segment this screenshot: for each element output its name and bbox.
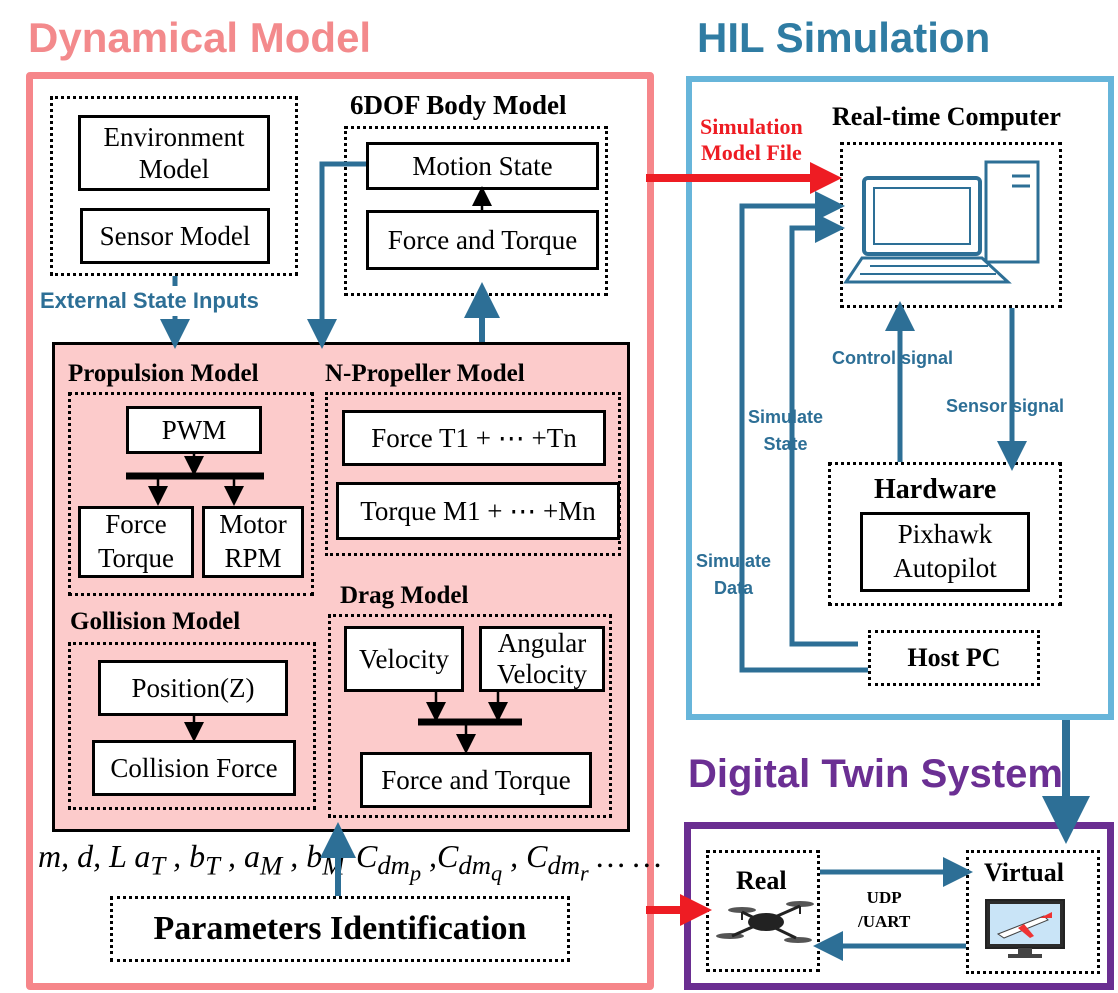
- collision-force-box: Collision Force: [92, 740, 296, 796]
- drag-force-torque-box: Force and Torque: [360, 752, 592, 808]
- n-propeller-model-title: N-Propeller Model: [325, 360, 525, 387]
- sensor-signal-label: Sensor signal: [946, 396, 1065, 416]
- force-sum-box: Force T1 + ⋯ +Tn: [342, 410, 606, 466]
- virtual-monitor-icon: [985, 899, 1065, 958]
- hardware-group: [828, 462, 1062, 606]
- velocity-box: Velocity: [344, 626, 464, 692]
- propulsion-model-title: Propulsion Model: [68, 360, 259, 387]
- position-z-box: Position(Z): [98, 660, 288, 716]
- real-label: Real: [736, 866, 787, 895]
- realtime-computer-title: Real-time Computer: [832, 102, 1061, 131]
- host-pc-label: Host PC: [907, 643, 1001, 672]
- host-pc-box: Host PC: [868, 630, 1040, 686]
- motion-state-box: Motion State: [366, 142, 599, 190]
- simulate-state-label: Simulate State: [748, 407, 824, 454]
- simulation-model-file-label: Simulation Model File: [700, 114, 803, 166]
- parameters-identification-box: Parameters Identification: [110, 896, 570, 962]
- sensor-model-box: Sensor Model: [80, 208, 270, 264]
- collision-model-title: Gollision Model: [70, 608, 241, 635]
- dynamical-model-title: Dynamical Model: [28, 14, 372, 61]
- motor-rpm-box: Motor RPM: [202, 506, 304, 578]
- hil-simulation-title: HIL Simulation: [697, 14, 991, 61]
- body-force-torque-box: Force and Torque: [366, 210, 599, 270]
- virtual-group: [966, 850, 1100, 974]
- simulate-state-arrow: [789, 213, 858, 647]
- external-state-inputs-label: External State Inputs: [40, 288, 259, 313]
- dynamical-model-frame: [26, 72, 654, 990]
- torque-sum-box: Torque M1 + ⋯ +Mn: [336, 482, 620, 540]
- digital-twin-title: Digital Twin System: [688, 752, 1063, 796]
- control-signal-label: Control signal: [832, 348, 953, 368]
- computer-icon: [843, 160, 1040, 284]
- environment-group: [50, 96, 298, 276]
- propulsion-group: [68, 392, 314, 596]
- angular-velocity-box: Angular Velocity: [479, 626, 605, 692]
- propulsion-connectors: [126, 454, 264, 506]
- propulsion-force-torque-box: Force Torque: [78, 506, 194, 578]
- hil-simulation-frame: [686, 76, 1114, 720]
- hardware-title: Hardware: [874, 474, 997, 505]
- drag-connectors: [418, 692, 522, 754]
- drone-icon: [716, 901, 814, 943]
- collision-group: [68, 642, 316, 810]
- parameters-identification-label: Parameters Identification: [153, 910, 527, 947]
- pixhawk-box: Pixhawk Autopilot: [860, 512, 1030, 592]
- pwm-box: PWM: [126, 406, 262, 454]
- virtual-label: Virtual: [984, 858, 1064, 887]
- environment-model-box: Environment Model: [78, 115, 270, 191]
- drag-group: [328, 614, 612, 818]
- motion-state-feedback-arrow: [307, 161, 366, 349]
- parameter-drag-coefficients: Cdmp ,Cdmq , Cdmr … …: [356, 838, 662, 887]
- simulate-data-arrow: [739, 191, 868, 673]
- body-model-title: 6DOF Body Model: [350, 90, 567, 120]
- drag-model-title: Drag Model: [340, 582, 469, 609]
- udp-uart-label: UDP /UART: [858, 888, 911, 931]
- n-propeller-group: [325, 392, 621, 556]
- parameter-symbols-right: Cdmp ,Cdmq , Cdmr … …: [356, 838, 662, 886]
